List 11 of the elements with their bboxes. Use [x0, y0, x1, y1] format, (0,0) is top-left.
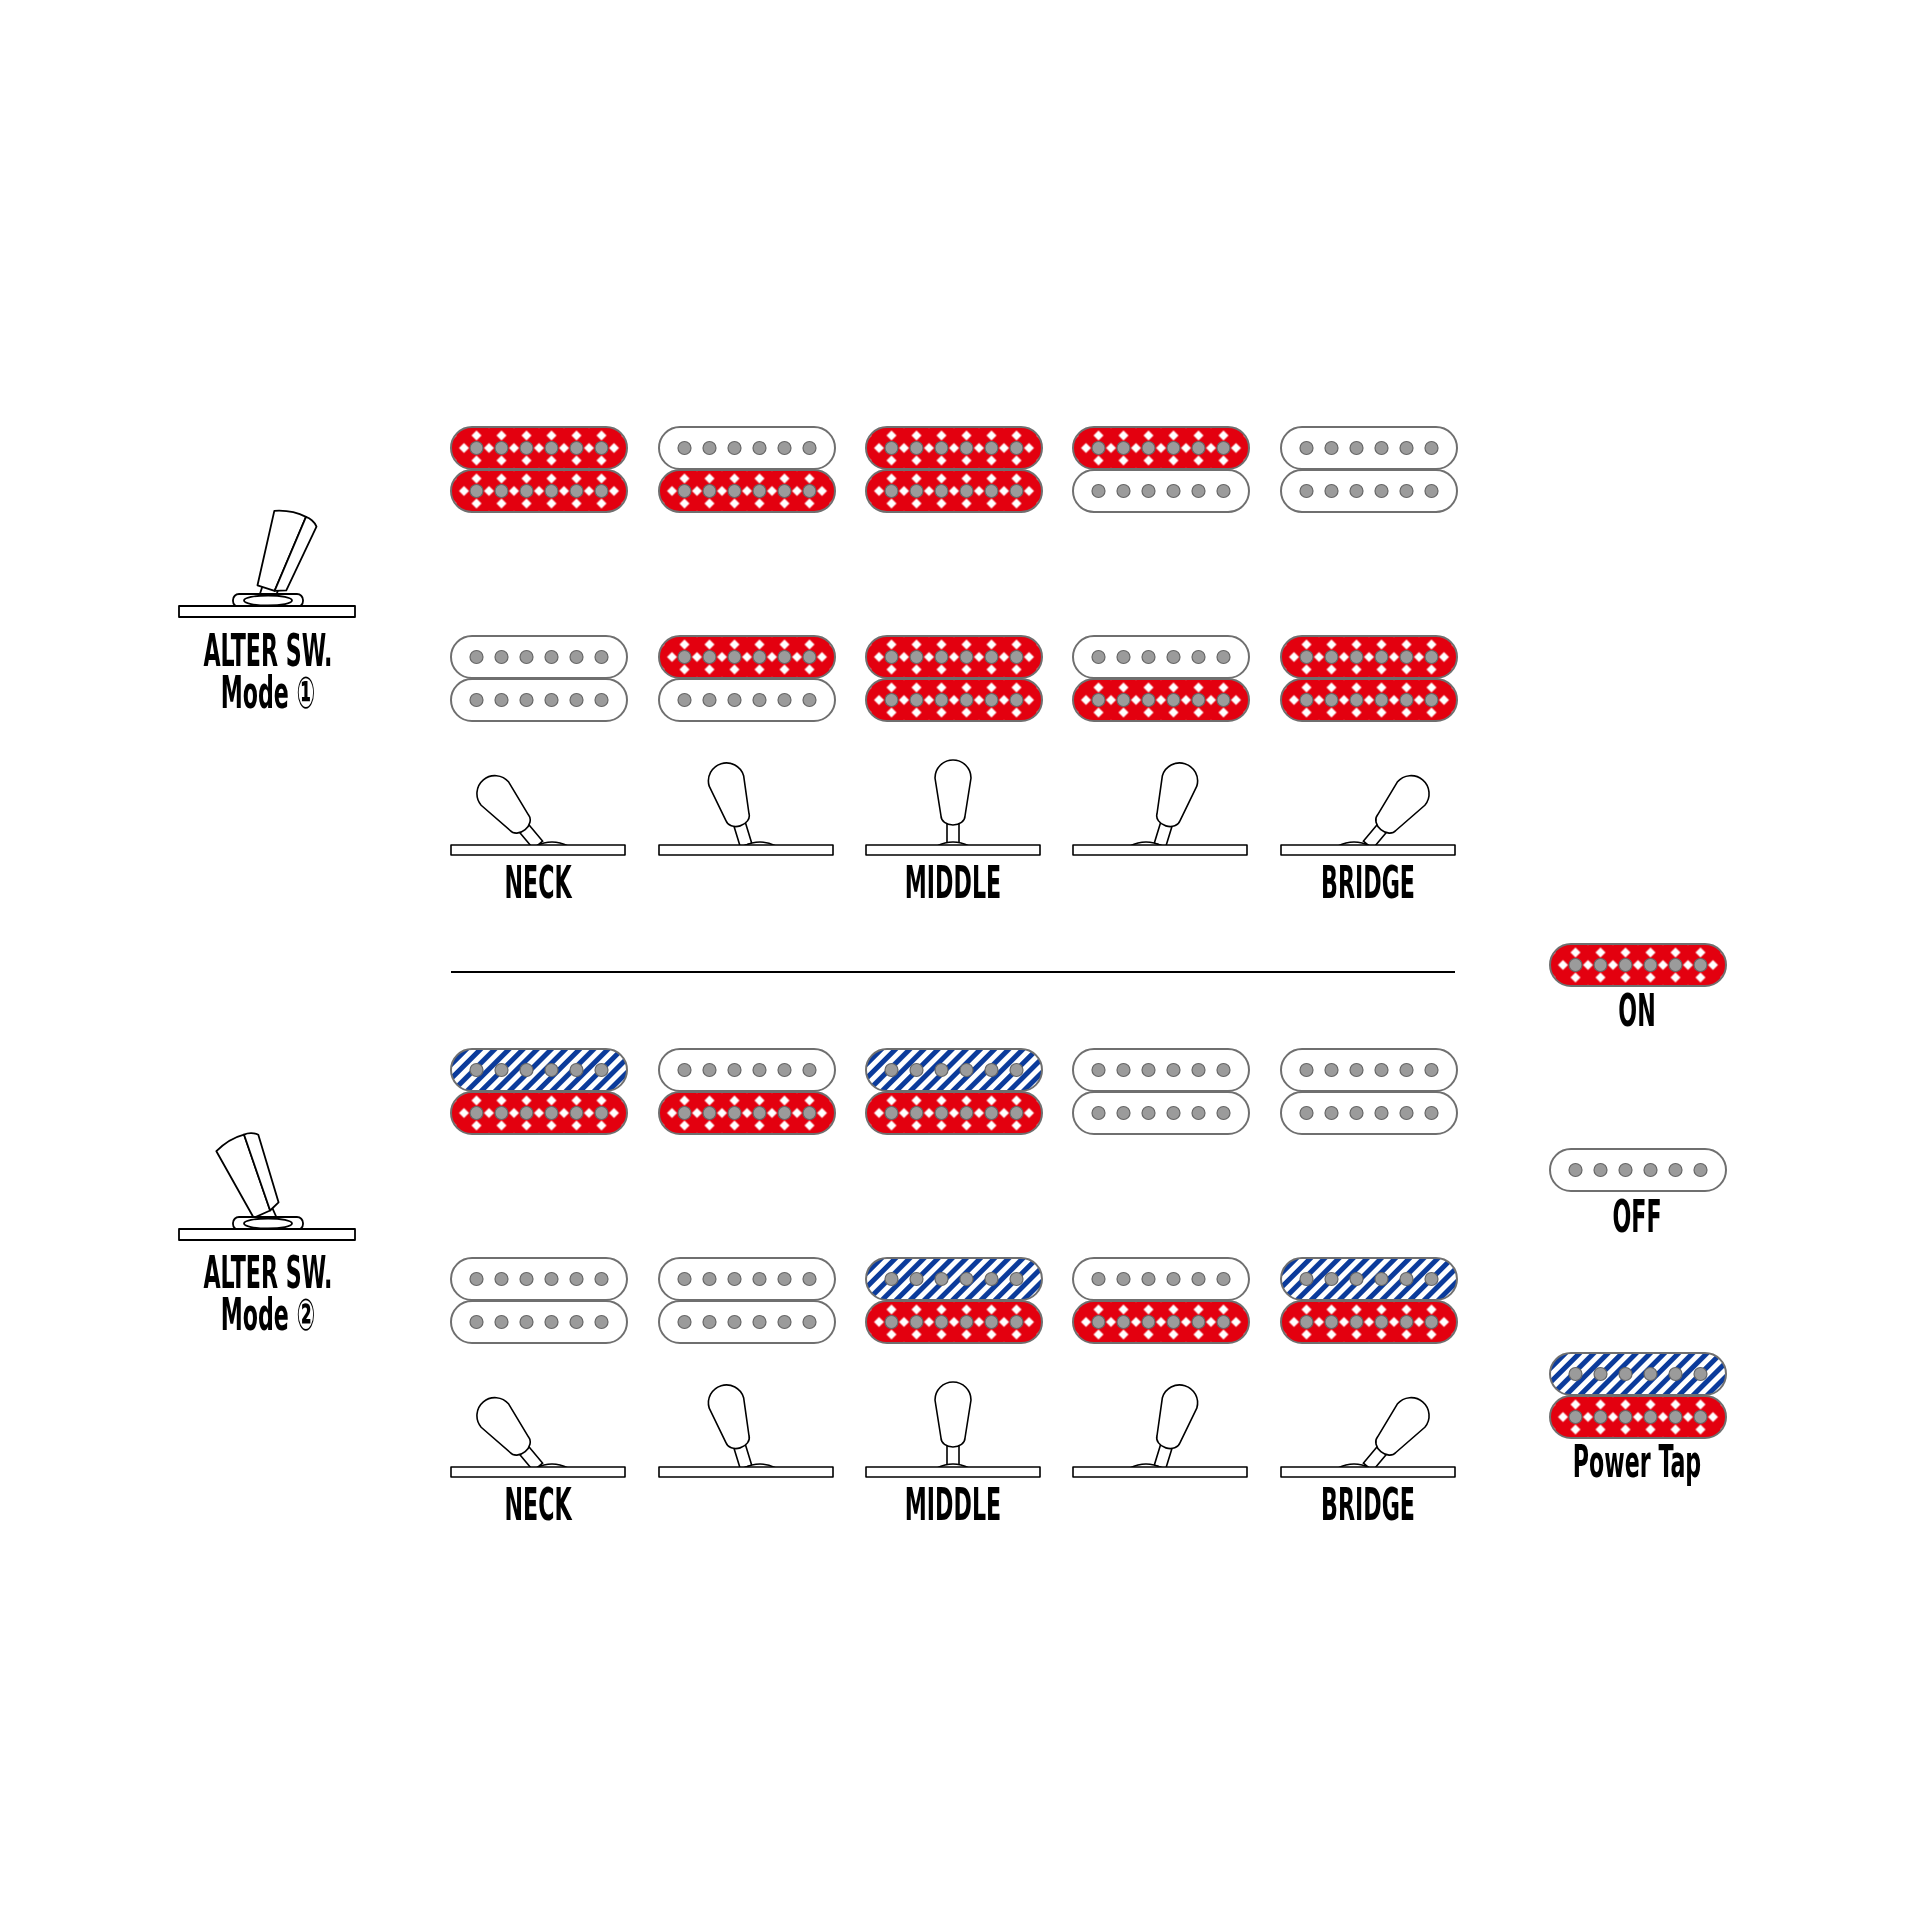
switch-position-label: NECK — [504, 860, 572, 907]
switch-mode-label: ALTER SW. Mode ① — [202, 630, 334, 714]
legend-label: Power Tap — [1572, 1439, 1702, 1486]
switch-position-label: BRIDGE — [1321, 1482, 1415, 1529]
switch-position-label: BRIDGE — [1321, 860, 1415, 907]
switch-position-label: MIDDLE — [904, 1482, 1002, 1529]
legend-label: ON — [1618, 988, 1656, 1035]
legend-label: OFF — [1612, 1194, 1662, 1241]
switch-position-label: MIDDLE — [904, 860, 1002, 907]
switch-position-label: NECK — [504, 1482, 572, 1529]
switch-mode-label: ALTER SW. Mode ② — [202, 1252, 334, 1336]
